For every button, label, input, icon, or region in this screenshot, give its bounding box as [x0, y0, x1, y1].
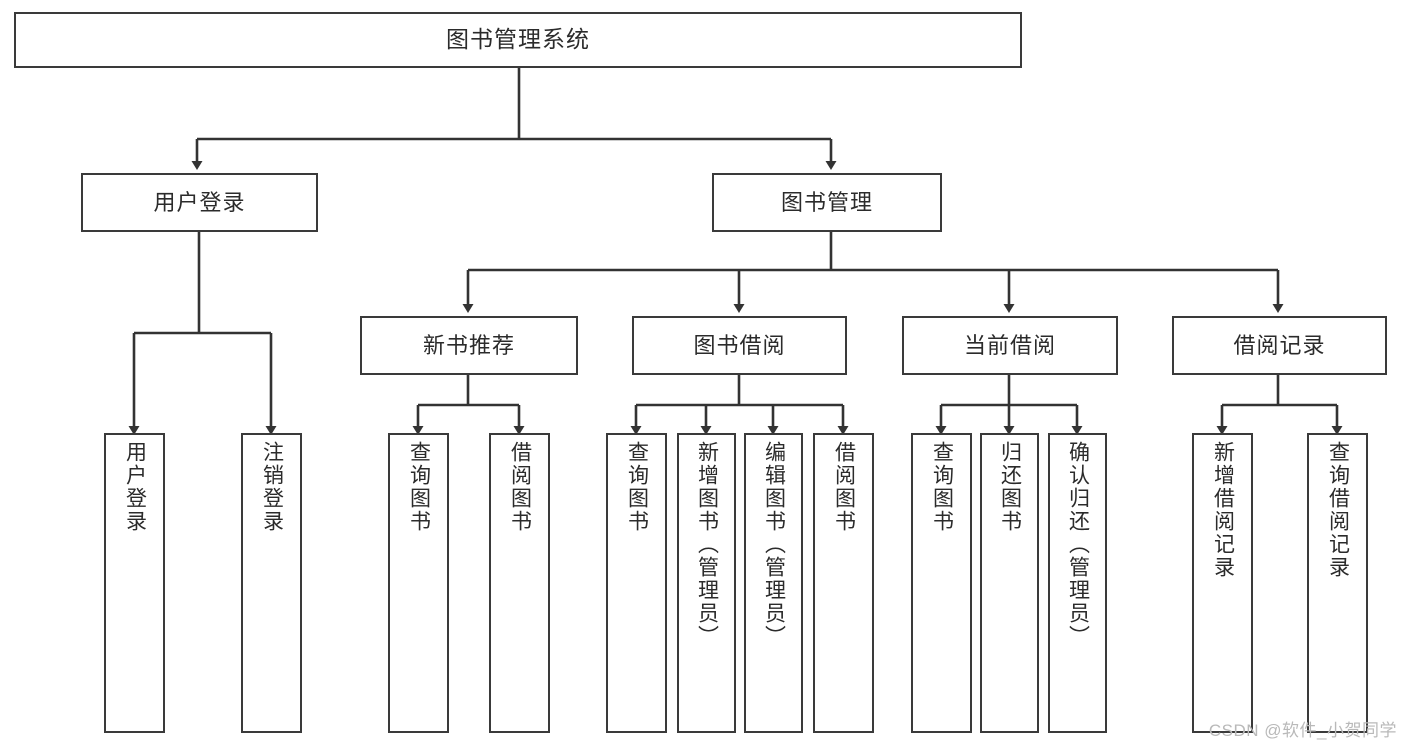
node-label: 图书借阅 — [693, 332, 786, 358]
node-label: 新增借阅记录 — [1211, 441, 1235, 579]
node-label: 确认归还（管理员） — [1066, 441, 1090, 648]
node-root-system[interactable]: 图书管理系统 — [14, 12, 1022, 68]
leaf-edit-book-admin[interactable]: 编辑图书（管理员） — [744, 433, 803, 733]
leaf-query-book-borrow[interactable]: 查询图书 — [606, 433, 667, 733]
node-label: 图书管理系统 — [446, 26, 590, 53]
leaf-user-login[interactable]: 用户登录 — [104, 433, 165, 733]
node-label: 图书管理 — [780, 189, 873, 215]
leaf-borrow-book-new[interactable]: 借阅图书 — [489, 433, 550, 733]
csdn-watermark: CSDN @软件_小贺同学 — [1208, 721, 1397, 740]
leaf-return-book[interactable]: 归还图书 — [980, 433, 1039, 733]
leaf-add-borrow-record[interactable]: 新增借阅记录 — [1192, 433, 1253, 733]
node-label: 查询图书 — [407, 441, 431, 533]
leaf-add-book-admin[interactable]: 新增图书（管理员） — [677, 433, 736, 733]
node-borrow-record[interactable]: 借阅记录 — [1172, 316, 1387, 375]
node-user-login[interactable]: 用户登录 — [81, 173, 318, 232]
node-label: 新增图书（管理员） — [695, 441, 719, 648]
node-new-book-recommend[interactable]: 新书推荐 — [360, 316, 578, 375]
node-book-borrow[interactable]: 图书借阅 — [632, 316, 847, 375]
node-label: 用户登录 — [123, 441, 147, 533]
node-label: 查询借阅记录 — [1326, 441, 1350, 579]
node-label: 查询图书 — [930, 441, 954, 533]
leaf-logout-login[interactable]: 注销登录 — [241, 433, 302, 733]
leaf-query-borrow-record[interactable]: 查询借阅记录 — [1307, 433, 1368, 733]
node-label: 借阅图书 — [832, 441, 856, 533]
node-label: 借阅图书 — [508, 441, 532, 533]
leaf-borrow-book-borrow[interactable]: 借阅图书 — [813, 433, 874, 733]
node-label: 编辑图书（管理员） — [762, 441, 786, 648]
leaf-query-book-new[interactable]: 查询图书 — [388, 433, 449, 733]
node-current-borrow[interactable]: 当前借阅 — [902, 316, 1118, 375]
leaf-query-book-current[interactable]: 查询图书 — [911, 433, 972, 733]
node-label: 借阅记录 — [1233, 332, 1326, 358]
node-label: 查询图书 — [625, 441, 649, 533]
node-label: 用户登录 — [153, 189, 246, 215]
node-book-manage[interactable]: 图书管理 — [712, 173, 942, 232]
node-label: 新书推荐 — [422, 332, 515, 358]
node-label: 归还图书 — [998, 441, 1022, 533]
node-label: 当前借阅 — [963, 332, 1056, 358]
leaf-confirm-return-admin[interactable]: 确认归还（管理员） — [1048, 433, 1107, 733]
node-label: 注销登录 — [260, 441, 284, 533]
